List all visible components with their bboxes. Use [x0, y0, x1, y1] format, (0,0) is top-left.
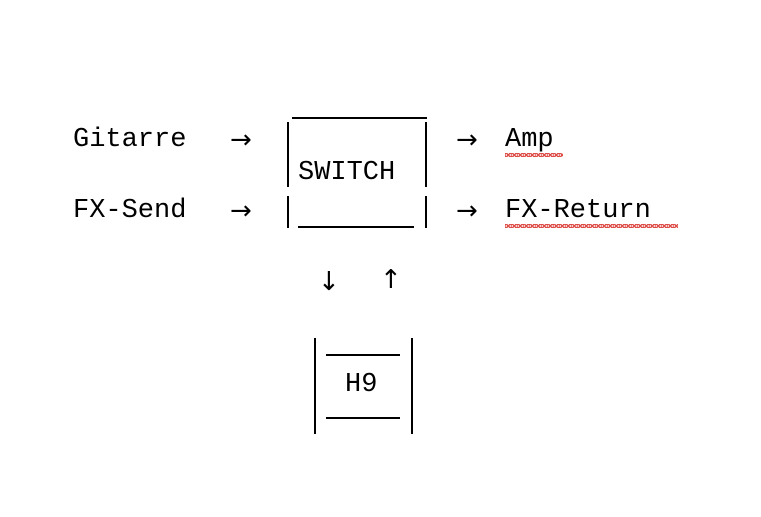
switch-bottom-line [298, 226, 414, 228]
switch-left-line-lower [287, 196, 289, 228]
spellcheck-underline [505, 153, 563, 157]
arrow-right-icon: → [230, 196, 252, 226]
h9-top-line [326, 354, 400, 356]
switch-right-line-lower [425, 196, 427, 228]
h9-label: H9 [345, 370, 378, 400]
arrow-right-icon: → [456, 196, 478, 226]
spellcheck-underline [505, 224, 678, 228]
label-amp: Amp [505, 125, 554, 155]
h9-bottom-line [326, 417, 400, 419]
switch-right-line-upper [425, 122, 427, 187]
arrow-right-icon: → [230, 125, 252, 155]
arrow-up-icon: ↑ [380, 265, 402, 295]
switch-left-line-upper [287, 122, 289, 187]
switch-label: SWITCH [298, 158, 396, 188]
label-gitarre: Gitarre [73, 125, 187, 155]
h9-left-line [314, 338, 316, 434]
arrow-down-icon: ↓ [318, 267, 340, 297]
arrow-right-icon: → [456, 125, 478, 155]
h9-right-line [411, 338, 413, 434]
label-fx-send: FX-Send [73, 196, 187, 226]
label-fx-return: FX-Return [505, 196, 651, 226]
switch-top-line [292, 117, 427, 119]
